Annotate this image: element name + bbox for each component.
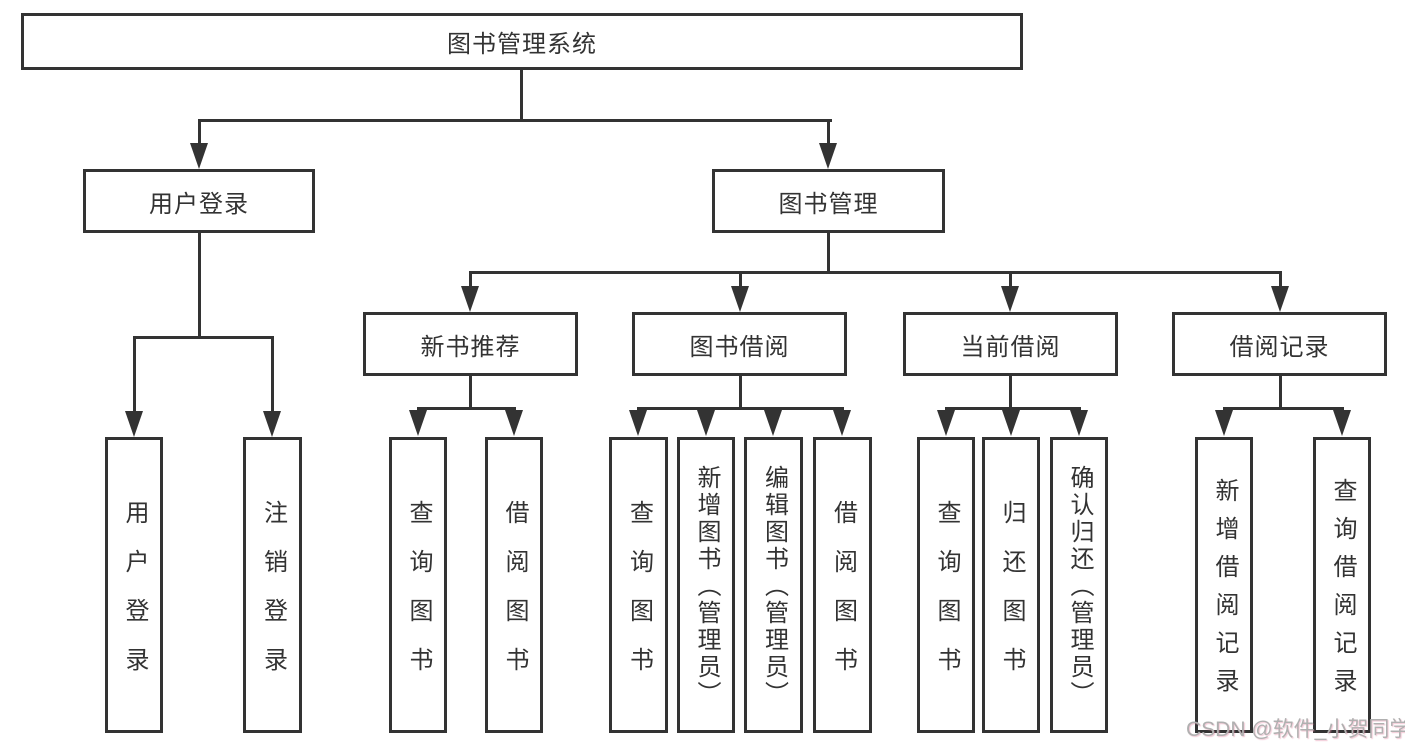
connector-borrowing-records-trunk (1279, 376, 1282, 407)
connector-drop-borrowing-records (1279, 274, 1282, 288)
node-root: 图书管理系统 (21, 13, 1023, 70)
leaf-borrowing-query-books-label: 查询图书 (625, 499, 653, 696)
leaf-add-books-admin-label: 新增图书（管理员） (693, 465, 720, 708)
connector-user-login-rail (133, 336, 274, 339)
connector-borrowing-records-rail (1223, 407, 1344, 410)
arrow-down-icon-recommend-borrow (505, 410, 523, 436)
arrow-down-icon-new-book (461, 286, 479, 312)
leaf-current-query-books: 查询图书 (917, 437, 975, 733)
node-current-borrowing: 当前借阅 (903, 312, 1118, 376)
connector-book-management-trunk (827, 233, 830, 273)
node-user-login: 用户登录 (83, 169, 315, 233)
arrow-down-icon-add-books (697, 410, 715, 436)
node-book-management-label: 图书管理 (778, 190, 879, 218)
arrow-down-icon-user-login (190, 143, 208, 169)
leaf-borrowing-query-books: 查询图书 (609, 437, 668, 733)
node-borrowing-records-label: 借阅记录 (1229, 333, 1330, 361)
node-borrowing-records: 借阅记录 (1172, 312, 1387, 376)
leaf-recommend-query-books-label: 查询图书 (405, 499, 432, 696)
node-current-borrowing-label: 当前借阅 (960, 333, 1061, 361)
arrow-down-icon-book-management (819, 143, 837, 169)
connector-root-trunk (520, 70, 523, 119)
leaf-logout-label: 注销登录 (259, 499, 287, 696)
connector-drop-user-login (198, 122, 201, 145)
connector-drop-current-borrowing (1009, 274, 1012, 288)
leaf-query-borrow-record-label: 查询借阅记录 (1329, 478, 1356, 706)
arrow-down-icon-return-books (1002, 410, 1020, 436)
leaf-edit-books-admin: 编辑图书（管理员） (744, 437, 803, 733)
arrow-down-icon-current-borrowing (1001, 286, 1019, 312)
leaf-current-query-books-label: 查询图书 (933, 499, 960, 696)
node-new-book-recommend-label: 新书推荐 (420, 333, 521, 361)
arrow-down-icon-login-leaf (125, 411, 143, 437)
arrow-down-icon-book-borrowing (731, 286, 749, 312)
node-book-management: 图书管理 (712, 169, 945, 233)
arrow-down-icon-borrowing-borrow (833, 410, 851, 436)
leaf-add-borrow-record: 新增借阅记录 (1195, 437, 1253, 733)
leaf-add-borrow-record-label: 新增借阅记录 (1211, 478, 1238, 706)
connector-level2-rail (198, 119, 832, 122)
connector-drop-book-borrowing (739, 274, 742, 288)
connector-book-borrowing-rail (637, 407, 844, 410)
leaf-add-books-admin: 新增图书（管理员） (677, 437, 735, 733)
leaf-borrowing-borrow-books-label: 借阅图书 (829, 499, 857, 696)
connector-new-book-rail (417, 407, 516, 410)
node-book-borrowing-label: 图书借阅 (689, 333, 790, 361)
connector-drop-logout-leaf (271, 339, 274, 411)
connector-drop-new-book (469, 274, 472, 288)
leaf-recommend-borrow-books: 借阅图书 (485, 437, 543, 733)
connector-book-borrowing-trunk (739, 376, 742, 407)
connector-drop-book-management (827, 122, 830, 145)
node-book-borrowing: 图书借阅 (632, 312, 847, 376)
connector-user-login-trunk (198, 233, 201, 336)
leaf-user-login: 用户登录 (105, 437, 163, 733)
leaf-query-borrow-record: 查询借阅记录 (1313, 437, 1371, 733)
leaf-return-books-label: 归还图书 (998, 499, 1025, 696)
connector-new-book-trunk (469, 376, 472, 407)
arrow-down-icon-logout-leaf (263, 411, 281, 437)
node-root-label: 图书管理系统 (447, 31, 597, 58)
connector-level3-rail (469, 271, 1282, 274)
watermark: CSDN @软件_小贺同学 (1186, 718, 1405, 741)
connector-current-borrowing-rail (945, 407, 1081, 410)
leaf-return-books: 归还图书 (982, 437, 1040, 733)
node-new-book-recommend: 新书推荐 (363, 312, 578, 376)
leaf-recommend-borrow-books-label: 借阅图书 (501, 499, 528, 696)
connector-drop-login-leaf (133, 339, 136, 411)
arrow-down-icon-current-query (937, 410, 955, 436)
leaf-confirm-return-admin: 确认归还（管理员） (1050, 437, 1108, 733)
leaf-confirm-return-admin-label: 确认归还（管理员） (1066, 465, 1093, 708)
node-user-login-label: 用户登录 (149, 190, 249, 218)
leaf-borrowing-borrow-books: 借阅图书 (813, 437, 872, 733)
arrow-down-icon-edit-books (764, 410, 782, 436)
leaf-edit-books-admin-label: 编辑图书（管理员） (760, 465, 788, 708)
connector-current-borrowing-trunk (1009, 376, 1012, 407)
arrow-down-icon-recommend-query (409, 410, 427, 436)
arrow-down-icon-query-record (1333, 410, 1351, 436)
arrow-down-icon-confirm-return (1070, 410, 1088, 436)
arrow-down-icon-borrowing-records (1271, 286, 1289, 312)
leaf-user-login-label: 用户登录 (121, 499, 148, 696)
arrow-down-icon-add-record (1215, 410, 1233, 436)
leaf-logout: 注销登录 (243, 437, 302, 733)
arrow-down-icon-borrowing-query (629, 410, 647, 436)
leaf-recommend-query-books: 查询图书 (389, 437, 447, 733)
